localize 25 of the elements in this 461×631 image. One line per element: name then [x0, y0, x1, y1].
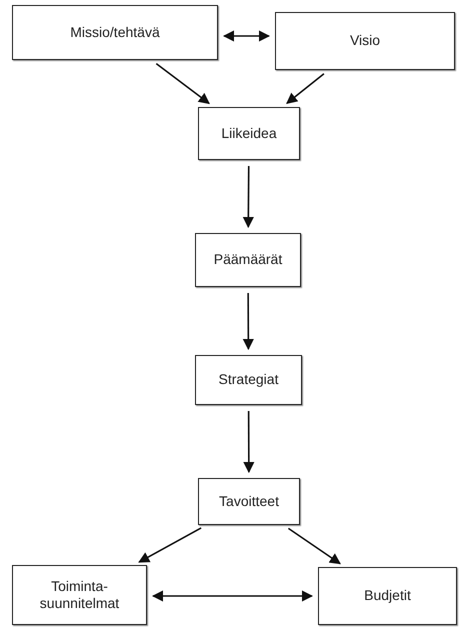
arrow [242, 166, 254, 228]
box-label: Tavoitteet [219, 492, 279, 510]
process-box [198, 478, 300, 525]
box-label: Strategiat [218, 371, 278, 389]
arrow [242, 293, 254, 350]
arrow [288, 528, 341, 564]
arrow [138, 527, 202, 563]
process-box [12, 5, 218, 60]
process-box [195, 355, 302, 405]
arrow [243, 411, 254, 474]
box-label: Liikeidea [221, 124, 277, 142]
box-label: Budjetit [364, 587, 411, 605]
box-label: Visio [350, 32, 380, 50]
arrow [222, 30, 270, 42]
process-box [318, 567, 457, 625]
box-label: Päämäärät [214, 251, 282, 269]
arrow [156, 62, 210, 104]
process-box [195, 233, 301, 287]
process-box [12, 565, 147, 625]
process-box [198, 107, 300, 160]
box-label: Toiminta- suunnitelmat [38, 578, 120, 612]
arrow [286, 73, 324, 104]
box-label: Missio/tehtävä [70, 24, 160, 42]
arrow [152, 590, 314, 602]
process-box [275, 12, 455, 70]
